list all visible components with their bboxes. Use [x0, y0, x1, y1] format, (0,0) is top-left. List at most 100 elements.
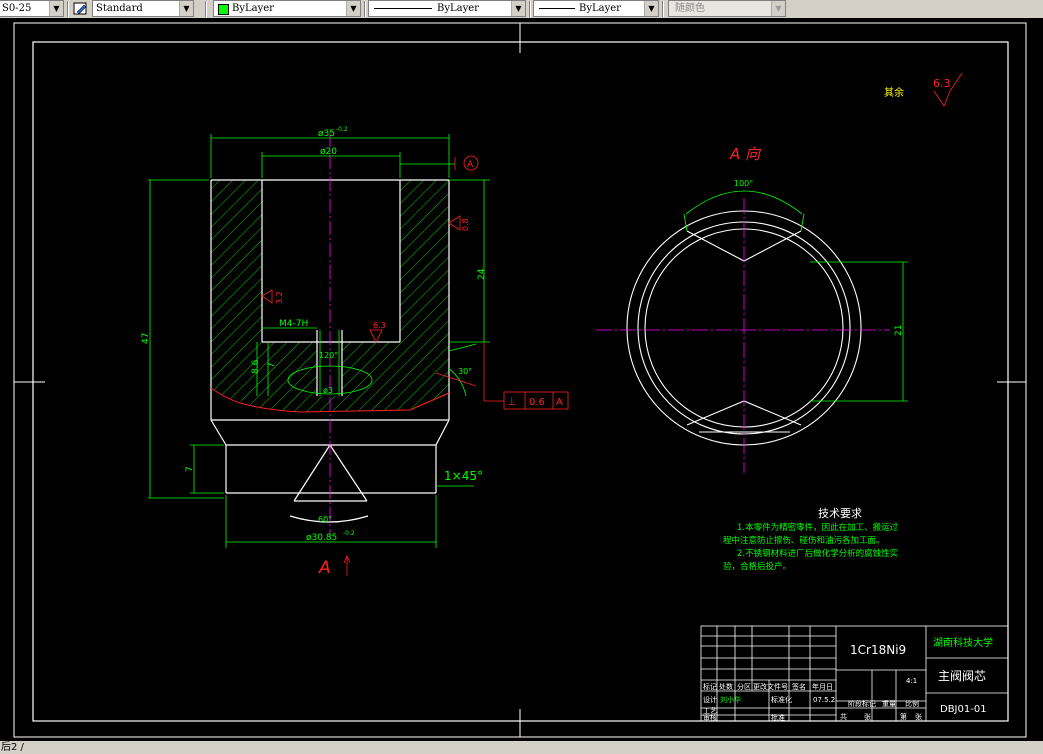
tb-row-scale: 比例 [905, 699, 919, 708]
toolbar-separator [364, 1, 366, 17]
linetype-dropdown[interactable]: ByLayer ▼ [368, 0, 526, 17]
angle-60: 60° [318, 515, 332, 524]
text-style-icon[interactable] [73, 1, 89, 16]
hole-dia: ø3 [323, 386, 333, 395]
tb-head-date: 年月日 [812, 682, 833, 691]
tb-head-sign: 签名 [792, 682, 806, 691]
tb-row-standard: 标准化 [771, 695, 792, 704]
angle-100: 100° [734, 179, 753, 188]
dim-21: 21 [894, 325, 904, 336]
section-view: ø35 -0.2 ø20 24 47 7 7 8.6 M4-7H 120° ø3… [141, 126, 569, 578]
technical-notes: 技术要求 1.本零件为精密零件，因此在加工、搬运过 程中注意防止擦伤、碰伤和油污… [723, 507, 899, 572]
roughness-others-icon [933, 72, 963, 107]
lineweight-dropdown[interactable]: ByLayer ▼ [533, 0, 659, 17]
dim-outer-dia: ø35 [318, 129, 335, 139]
notes-line-4: 验，合格后投产。 [723, 561, 791, 572]
command-text: 后2 / [1, 742, 24, 753]
datum-a-label: A [467, 160, 474, 170]
thread-label: M4-7H [279, 319, 308, 329]
textstyle-dropdown[interactable]: Standard ▼ [92, 0, 194, 17]
linetype-sample-icon [374, 8, 432, 9]
tb-head-zone: 分区 [737, 682, 751, 691]
angle-120: 120° [319, 351, 338, 360]
notes-title: 技术要求 [818, 507, 862, 520]
roughness-3-2: 3.2 [275, 291, 284, 304]
roughness-6-3: 6.3 [373, 321, 386, 330]
plotstyle-value: 随颜色 [675, 3, 705, 14]
tb-part-name: 主阀阀芯 [938, 669, 986, 683]
direction-view: A 向 100° 21 其余 6.3 [596, 72, 963, 473]
tb-row-date: 07.5.2 [813, 696, 835, 704]
tb-head-count: 处数 [719, 682, 733, 691]
plotstyle-dropdown: 随颜色 ▼ [668, 0, 786, 17]
dimstyle-value: S0-25 [2, 3, 32, 14]
tb-material: 1Cr18Ni9 [850, 643, 906, 657]
dim-24: 24 [477, 268, 487, 280]
dim-bottom-tol: -0.2 [343, 530, 355, 537]
toolbar-separator [662, 1, 664, 17]
tb-head-mark: 标记 [703, 682, 717, 691]
chevron-down-icon: ▼ [644, 1, 658, 16]
toolbar-separator [67, 1, 69, 17]
break-line [210, 387, 450, 413]
tb-row-sheet-of: 张 [864, 712, 871, 721]
chevron-down-icon: ▼ [511, 1, 525, 16]
dim-47: 47 [141, 333, 151, 344]
tb-drawing-no: DBJ01-01 [940, 704, 987, 715]
tb-designer: 刘小华 [720, 695, 741, 704]
roughness-others-label: 其余 [884, 86, 904, 99]
drawing-canvas[interactable]: ø35 -0.2 ø20 24 47 7 7 8.6 M4-7H 120° ø3… [0, 18, 1043, 741]
tb-row-review: 审核 [703, 713, 717, 722]
perp-tolerance: 0.6 [529, 397, 545, 408]
tb-scale: 4:1 [906, 677, 917, 685]
linetype-value: ByLayer [437, 3, 479, 14]
toolbar-separator [529, 1, 531, 17]
notes-line-2: 程中注意防止擦伤、碰伤和油污各加工面。 [723, 535, 885, 546]
dim-outer-tol: -0.2 [336, 126, 348, 133]
lineweight-value: ByLayer [579, 3, 621, 14]
tb-row-design: 设计 [703, 695, 717, 704]
paper-border [13, 22, 1027, 738]
drawing-svg[interactable]: ø35 -0.2 ø20 24 47 7 7 8.6 M4-7H 120° ø3… [0, 18, 1043, 741]
dim-8-6: 8.6 [251, 359, 261, 374]
textstyle-value: Standard [96, 3, 143, 14]
lineweight-sample-icon [539, 8, 575, 9]
color-swatch-icon [218, 4, 229, 15]
dim-7-bottom: 7 [185, 466, 195, 472]
toolbar-separator [205, 1, 207, 17]
notes-line-3: 2.不锈钢材料进厂后做化学分析的腐蚀性实 [737, 548, 898, 559]
tb-university: 湖南科技大学 [933, 636, 993, 649]
tb-row-approve: 批准 [771, 713, 785, 722]
section-label-a: A [318, 558, 331, 578]
tb-row-sheet-page: 张 [915, 712, 922, 721]
properties-toolbar: S0-25 ▼ Standard ▼ ByLayer ▼ ByLayer ▼ B… [0, 0, 1043, 19]
dim-7-thread: 7 [267, 362, 277, 368]
tb-row-page: 第 [900, 712, 907, 721]
perp-symbol: ⊥ [507, 395, 517, 408]
chamfer-label: 1×45° [444, 469, 483, 483]
notes-line-1: 1.本零件为精密零件，因此在加工、搬运过 [737, 522, 899, 533]
perp-datum: A [556, 397, 563, 408]
tb-head-docno: 更改文件号 [753, 682, 788, 691]
chevron-down-icon: ▼ [49, 1, 63, 16]
dim-bore: ø20 [320, 147, 337, 157]
tb-row-total: 共 [840, 712, 847, 721]
chevron-down-icon: ▼ [346, 1, 360, 16]
color-value: ByLayer [232, 3, 274, 14]
angle-30: 30° [458, 367, 472, 376]
dim-bottom-dia: ø30.85 [306, 533, 337, 543]
command-line[interactable]: 后2 / [0, 741, 1043, 754]
chevron-down-icon: ▼ [771, 1, 785, 16]
view-title: A 向 [729, 145, 762, 163]
roughness-0-8: 0.8 [461, 218, 470, 231]
centering-marks [14, 23, 1026, 737]
section-hatch [211, 180, 449, 412]
tb-row-stage: 阶段标记 [848, 699, 876, 708]
color-dropdown[interactable]: ByLayer ▼ [213, 0, 361, 17]
chevron-down-icon: ▼ [179, 1, 193, 16]
dimstyle-dropdown[interactable]: S0-25 ▼ [0, 0, 64, 17]
tb-row-weight: 重量 [882, 700, 896, 708]
drawing-frame [32, 41, 1009, 722]
roughness-others-value: 6.3 [933, 77, 951, 90]
tb-row-process: 工艺 [703, 707, 717, 715]
